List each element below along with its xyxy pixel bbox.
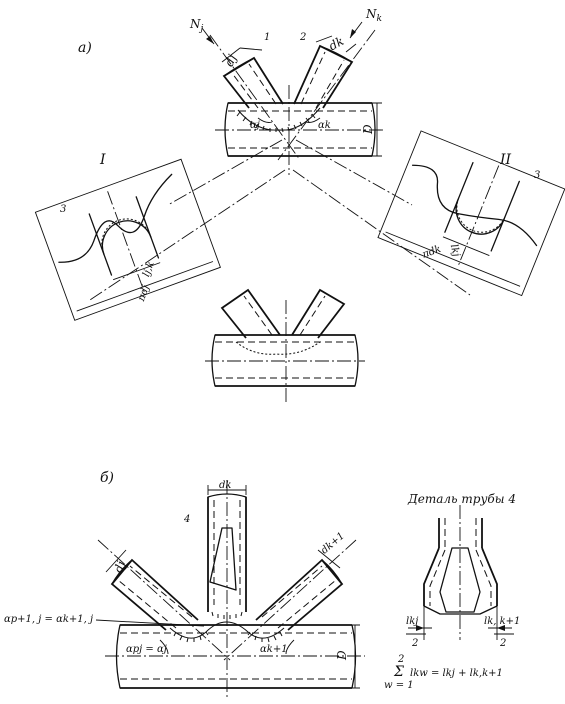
figure-b-dj-label: dj (111, 559, 128, 575)
detail-II-frame (377, 130, 565, 297)
detail-tube-4 (406, 505, 514, 640)
detail-I-length: lj,k (141, 260, 157, 278)
detail-I (34, 158, 221, 321)
formula-sum-top: 2 (397, 654, 404, 665)
figure-b-angle-pj: αpj = αj (126, 644, 167, 655)
detail-I-frame (34, 158, 221, 321)
figure-b-chord-D-label: D (335, 650, 349, 661)
detail-II-perimeter: πdk (420, 244, 443, 261)
figure-b-angle-k1: αk+1 (260, 644, 288, 655)
dim-dk-label: dk (326, 34, 346, 53)
force-nk-label: Nk (365, 7, 382, 24)
detail-II-marker: 3 (534, 170, 540, 181)
detail-II (377, 130, 565, 297)
angle-aj-label: αj (250, 120, 260, 131)
detail-II-label: II (499, 152, 512, 168)
figure-a-main-joint (89, 21, 471, 301)
member-2-label: 2 (299, 32, 306, 43)
figure-b-label: б) (100, 470, 114, 486)
force-nj-label: Nj (189, 17, 204, 34)
figure-a-lower-variant (205, 288, 365, 405)
member-1-label: 1 (264, 32, 270, 43)
detail-II-length: lkj (448, 243, 462, 258)
detail-tube-4-title: Деталь трубы 4 (407, 492, 516, 506)
detail-4-half-right: 2 (499, 638, 506, 649)
detail-I-label: I (99, 152, 106, 168)
figure-b-dk-label: dk (219, 480, 231, 491)
figure-a-label: а) (78, 40, 92, 56)
formula-sum: Σ (393, 664, 404, 680)
detail-I-perimeter: πdj (136, 284, 152, 304)
detail-I-marker: 3 (60, 204, 66, 215)
angle-ak-label: αk (318, 120, 331, 131)
formula-body: lkw = lkj + lk,k+1 (410, 668, 503, 679)
figure-b-member-4-label: 4 (183, 514, 190, 525)
figure-b-joint (95, 480, 365, 700)
formula-sum-bottom: w = 1 (384, 680, 414, 691)
chord-D-label: D (361, 124, 375, 135)
detail-4-lk-k1: lk, k+1 (484, 616, 520, 627)
figure-b-callout: αp+1, j = αk+1, j (4, 614, 93, 625)
detail-4-lkj: lkj (406, 616, 418, 627)
detail-4-half-left: 2 (411, 638, 418, 649)
